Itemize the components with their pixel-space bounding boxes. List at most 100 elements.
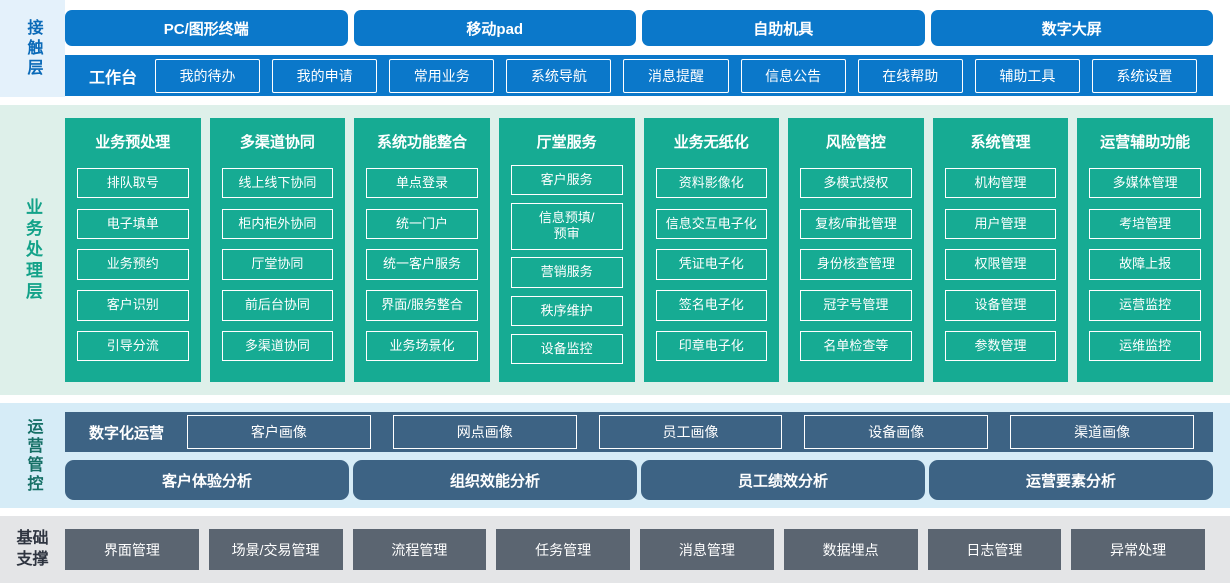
contact-layer: 接触层 PC/图形终端 移动pad 自助机具 数字大屏 工作台 我的待办 我的申…: [0, 0, 1230, 97]
column-item: 复核/审批管理: [800, 208, 912, 239]
ops-layer-content: 数字化运营 客户画像 网点画像 员工画像 设备画像 渠道画像 客户体验分析 组织…: [65, 403, 1230, 508]
column-item: 身份核查管理: [800, 249, 912, 280]
column-item: 前后台协同: [221, 290, 334, 321]
business-column-ops-aux: 运营辅助功能 多媒体管理 考培管理 故障上报 运营监控 运维监控: [1077, 118, 1213, 382]
column-item: 营销服务: [510, 257, 623, 288]
band-divider: [0, 97, 1230, 105]
column-item: 权限管理: [944, 249, 1057, 280]
contact-layer-content: PC/图形终端 移动pad 自助机具 数字大屏 工作台 我的待办 我的申请 常用…: [65, 0, 1230, 97]
column-item: 柜内柜外协同: [221, 208, 334, 239]
column-item: 信息预填/ 预审: [510, 203, 623, 250]
terminal-digital-screen: 数字大屏: [930, 10, 1213, 46]
terminal-mobile-pad: 移动pad: [353, 10, 636, 46]
workbench-item-system-settings: 系统设置: [1091, 58, 1197, 93]
business-column-risk-control: 风险管控 多模式授权 复核/审批管理 身份核查管理 冠字号管理 名单检查等: [788, 118, 924, 382]
column-item: 用户管理: [944, 208, 1057, 239]
portrait-device: 设备画像: [804, 415, 989, 449]
portrait-branch: 网点画像: [392, 415, 577, 449]
column-item: 设备管理: [944, 290, 1057, 321]
business-processing-layer: 业务处理层 业务预处理 排队取号 电子填单 业务预约 客户识别 引导分流 多渠道…: [0, 105, 1230, 395]
column-item: 运营监控: [1089, 290, 1201, 321]
band-divider: [0, 508, 1230, 516]
foundation-task-management: 任务管理: [496, 529, 630, 570]
foundation-ui-management: 界面管理: [65, 529, 199, 570]
column-item: 界面/服务整合: [366, 290, 478, 321]
workbench-item-info-bulletin: 信息公告: [740, 58, 846, 93]
column-item: 考培管理: [1089, 208, 1201, 239]
business-column-system-management: 系统管理 机构管理 用户管理 权限管理 设备管理 参数管理: [932, 118, 1069, 382]
column-item: 机构管理: [944, 167, 1057, 198]
foundation-scene-transaction: 场景/交易管理: [208, 529, 343, 570]
business-layer-label: 业务处理层: [23, 197, 42, 303]
column-title: 风险管控: [825, 134, 886, 151]
foundation-log-management: 日志管理: [927, 529, 1062, 570]
column-title: 系统功能整合: [377, 134, 468, 151]
column-title: 系统管理: [970, 134, 1031, 151]
column-item: 电子填单: [77, 208, 189, 239]
column-item: 业务场景化: [366, 331, 478, 362]
column-items: 多媒体管理 考培管理 故障上报 运营监控 运维监控: [1077, 157, 1213, 372]
column-item: 单点登录: [366, 167, 478, 198]
analysis-employee-performance: 员工绩效分析: [641, 460, 925, 500]
contact-layer-label: 接触层: [24, 18, 42, 79]
column-item: 印章电子化: [655, 331, 768, 362]
workbench-item-common-business: 常用业务: [389, 58, 495, 93]
portrait-customer: 客户画像: [187, 415, 371, 449]
column-items: 资料影像化 信息交互电子化 凭证电子化 签名电子化 印章电子化: [644, 157, 780, 372]
business-column-preprocess: 业务预处理 排队取号 电子填单 业务预约 客户识别 引导分流: [65, 118, 201, 382]
column-item: 资料影像化: [655, 167, 768, 198]
digital-ops-bar: 数字化运营 客户画像 网点画像 员工画像 设备画像 渠道画像: [65, 412, 1213, 452]
column-item: 参数管理: [944, 331, 1057, 362]
column-item: 信息交互电子化: [655, 208, 768, 239]
column-items: 线上线下协同 柜内柜外协同 厅堂协同 前后台协同 多渠道协同: [210, 157, 346, 372]
business-column-hall-service: 厅堂服务 客户服务 信息预填/ 预审 营销服务 秩序维护 设备监控: [498, 118, 635, 382]
workbench-item-online-help: 在线帮助: [857, 58, 963, 93]
workbench-label: 工作台: [89, 69, 138, 87]
column-items: 多模式授权 复核/审批管理 身份核查管理 冠字号管理 名单检查等: [788, 157, 924, 372]
foundation-layer-label: 基础支撑: [16, 529, 49, 568]
portrait-employee: 员工画像: [598, 415, 783, 449]
terminal-pc: PC/图形终端: [65, 10, 348, 46]
column-item: 签名电子化: [655, 290, 768, 321]
foundation-message-management: 消息管理: [640, 529, 774, 570]
column-item: 多模式授权: [800, 167, 912, 198]
workbench-item-aux-tools: 辅助工具: [974, 58, 1080, 93]
foundation-support-layer: 基础支撑 界面管理 场景/交易管理 流程管理 任务管理 消息管理 数据埋点 日志…: [0, 516, 1230, 583]
workbench-bar: 工作台 我的待办 我的申请 常用业务 系统导航 消息提醒 信息公告 在线帮助 辅…: [65, 55, 1213, 96]
workbench-item-system-nav: 系统导航: [506, 58, 612, 93]
column-item: 名单检查等: [800, 331, 912, 362]
column-title: 多渠道协同: [239, 134, 315, 151]
workbench-item-applications: 我的申请: [272, 58, 378, 93]
business-columns: 业务预处理 排队取号 电子填单 业务预约 客户识别 引导分流 多渠道协同 线上线…: [65, 105, 1230, 395]
column-title: 运营辅助功能: [1100, 134, 1191, 151]
column-item: 客户服务: [510, 164, 623, 196]
column-item: 统一门户: [366, 208, 478, 239]
column-items: 机构管理 用户管理 权限管理 设备管理 参数管理: [933, 157, 1069, 372]
column-items: 排队取号 电子填单 业务预约 客户识别 引导分流: [65, 157, 201, 372]
column-item: 排队取号: [77, 167, 189, 198]
foundation-process-management: 流程管理: [352, 529, 487, 570]
column-item: 设备监控: [510, 333, 623, 365]
business-column-system-integration: 系统功能整合 单点登录 统一门户 统一客户服务 界面/服务整合 业务场景化: [354, 118, 490, 382]
column-item: 客户识别: [77, 290, 189, 321]
band-divider: [0, 395, 1230, 403]
ops-layer-label: 运营管控: [24, 417, 42, 494]
column-item: 多媒体管理: [1089, 167, 1201, 198]
ops-layer-rail: 运营管控: [0, 403, 65, 508]
column-item: 引导分流: [77, 331, 189, 362]
analysis-customer-experience: 客户体验分析: [65, 460, 349, 500]
portrait-channel: 渠道画像: [1010, 415, 1194, 449]
column-item: 厅堂协同: [221, 249, 334, 280]
business-column-multichannel: 多渠道协同 线上线下协同 柜内柜外协同 厅堂协同 前后台协同 多渠道协同: [209, 118, 346, 382]
column-title: 业务预处理: [95, 134, 171, 151]
column-item: 故障上报: [1089, 249, 1201, 280]
column-title: 厅堂服务: [536, 134, 597, 151]
workbench-item-message-alert: 消息提醒: [623, 58, 729, 93]
contact-layer-rail: 接触层: [0, 0, 65, 97]
column-item: 运维监控: [1089, 331, 1201, 362]
business-layer-rail: 业务处理层: [0, 105, 65, 395]
terminals-row: PC/图形终端 移动pad 自助机具 数字大屏: [65, 10, 1213, 46]
operations-control-layer: 运营管控 数字化运营 客户画像 网点画像 员工画像 设备画像 渠道画像 客户体验…: [0, 403, 1230, 508]
column-item: 业务预约: [77, 249, 189, 280]
